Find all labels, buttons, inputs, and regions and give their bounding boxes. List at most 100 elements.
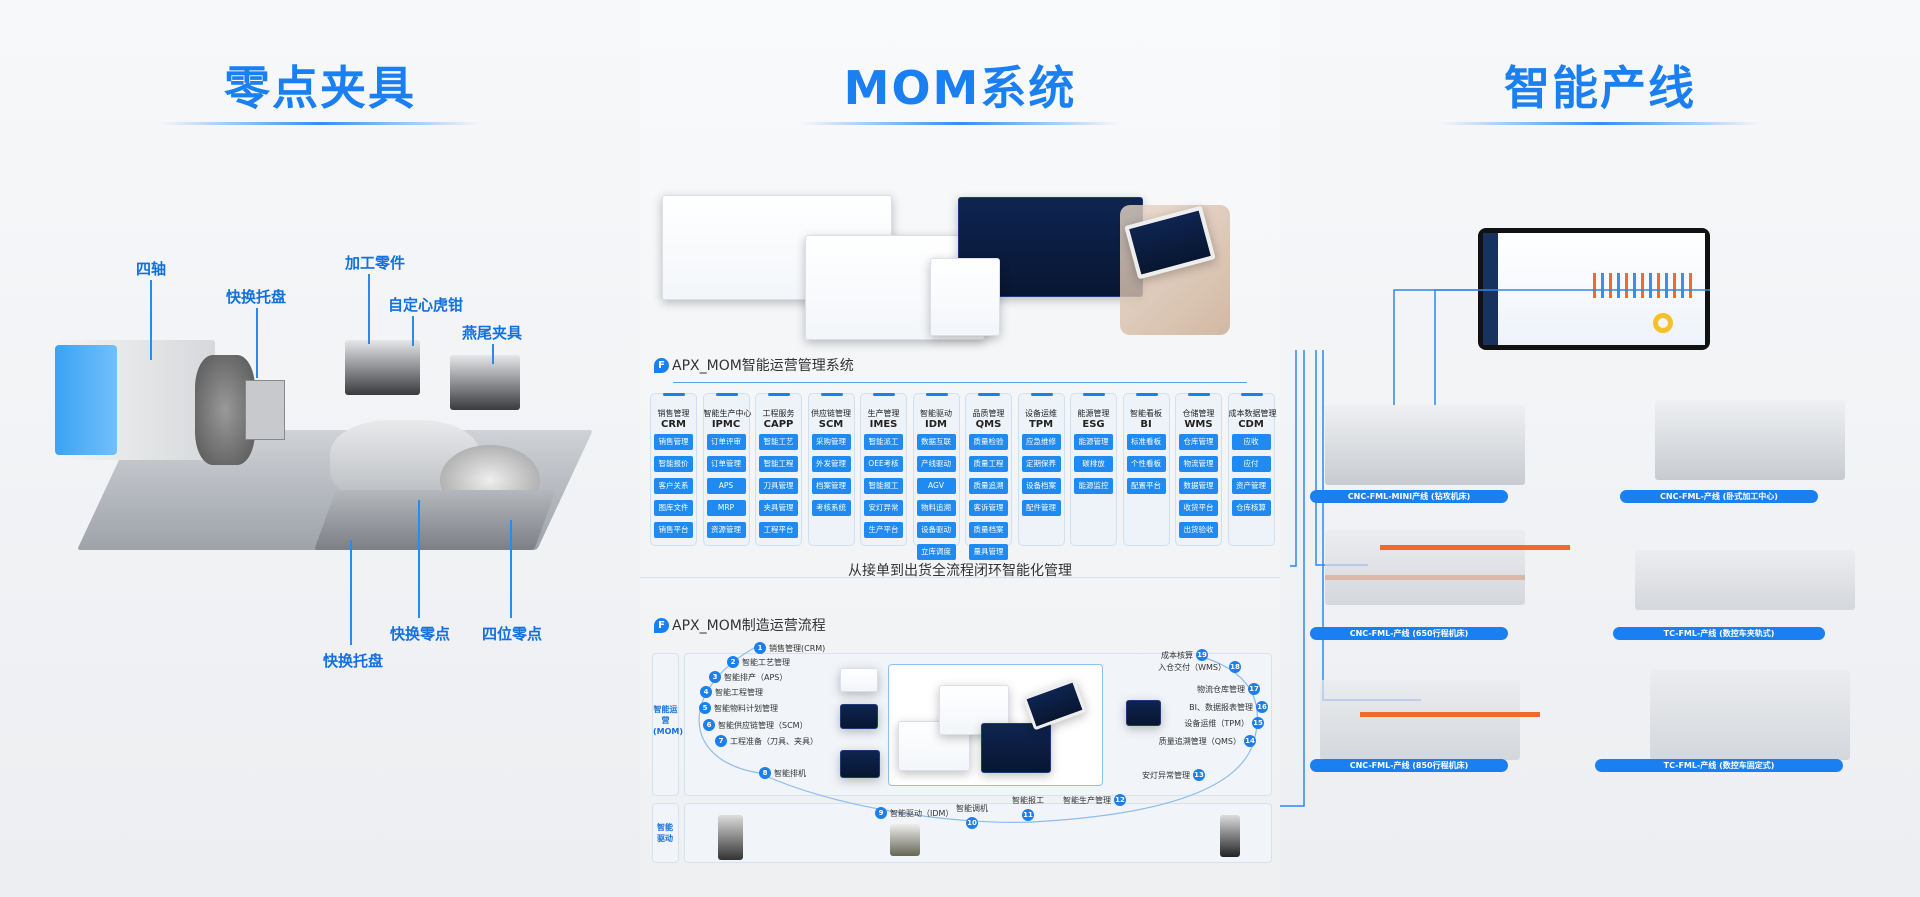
module-item-button[interactable]: 设备驱动 [916,522,956,538]
line-label-cnc-mini: CNC-FML-MINI产线 (钻攻机床) [1310,490,1508,503]
module-connector-line [673,382,1247,383]
module-name: 能源管理 [1077,409,1110,418]
title-underline [1440,122,1760,125]
module-item-button[interactable]: 应急维修 [1021,434,1061,450]
machine-image [1220,815,1240,857]
self-centering-vise [345,340,420,395]
module-item-button[interactable]: 物料追溯 [916,500,956,516]
line-image-cnc-horizontal [1655,400,1845,480]
section-title: 零点夹具 [224,61,416,115]
laptop-image [840,668,878,692]
module-code: SCM [818,419,844,430]
module-item-button[interactable]: 能源监控 [1074,478,1113,494]
module-code: ESG [1082,419,1105,430]
tablet-bar-chart [1593,273,1693,298]
module-item-button[interactable]: 销售管理 [654,434,693,450]
fourth-axis-motor-cover [55,345,117,455]
label-fourth-axis: 四轴 [136,260,167,278]
module-item-button[interactable]: 收货平台 [1179,500,1218,516]
module-code: CRM [661,419,686,430]
module-item-button[interactable]: 质量追溯 [969,478,1008,494]
leader-line [492,344,494,364]
module-item-button[interactable]: 生产平台 [864,522,903,538]
module-item-button[interactable]: 工程平台 [759,522,798,538]
module-item-button[interactable]: 立库调度 [916,544,956,560]
module-item-button[interactable]: 夹具管理 [759,500,798,516]
module-item-button[interactable]: 配件管理 [1021,500,1061,516]
module-item-button[interactable]: 出货验收 [1179,522,1218,538]
module-code: IPMC [711,419,741,430]
laptop-image [840,750,880,778]
line-label-cnc-850: CNC-FML-产线 (850行程机床) [1310,759,1508,772]
module-item-button[interactable]: 仓库管理 [1179,434,1218,450]
mom-system-heading: F APX_MOM智能运营管理系统 [654,355,854,375]
module-item-button[interactable]: 考核系统 [811,500,851,516]
row-label-mom: 智能运营(MOM) [653,705,684,736]
machine-image [718,815,743,860]
module-item-button[interactable]: 订单评审 [706,434,746,450]
quick-pallet-block [245,380,285,440]
laptop-image [840,704,878,729]
module-item-button[interactable]: 数据管理 [1179,478,1218,494]
module-item-button[interactable]: 标准看板 [1126,434,1166,450]
module-item-button[interactable]: 外发管理 [811,456,851,472]
module-item-button[interactable]: 智能工艺 [759,434,798,450]
process-center-screens [888,664,1103,786]
leader-line [418,500,420,618]
module-item-button[interactable]: 个性看板 [1126,456,1166,472]
module-name: 智能驱动 [920,409,952,418]
module-item-button[interactable]: 智能报价 [654,456,693,472]
module-item-button[interactable]: 档案管理 [811,478,851,494]
module-item-button[interactable]: 质量工程 [969,456,1008,472]
row-label-mom-box: 智能运营(MOM) [652,653,684,796]
module-item-button[interactable]: 物流管理 [1179,456,1218,472]
module-item-button[interactable]: 产线驱动 [916,456,956,472]
module-item-button[interactable]: 图库文件 [654,500,693,516]
module-item-button[interactable]: 应收 [1231,434,1271,450]
module-item-button[interactable]: 应付 [1231,456,1271,472]
module-item-button[interactable]: OEE考核 [864,456,903,472]
tablet-dashboard [1478,228,1710,350]
module-item-button[interactable]: 能源管理 [1074,434,1113,450]
module-name: 成本数据管理 [1228,409,1277,418]
module-item-button[interactable]: 智能工程 [759,456,798,472]
module-item-button[interactable]: 安灯异常 [864,500,903,516]
module-item-button[interactable]: 数据互联 [916,434,956,450]
module-item-button[interactable]: 仓库核算 [1231,500,1271,516]
line-label-cnc-horizontal: CNC-FML-产线 (卧式加工中心) [1620,490,1818,503]
mom-system-title: APX_MOM智能运营管理系统 [672,358,854,374]
line-image-cnc-mini [1325,405,1525,485]
module-item-button[interactable]: APS [706,478,746,494]
line-image-tc-gantry [1635,550,1855,610]
line-label-cnc-650: CNC-FML-产线 (650行程机床) [1310,627,1508,640]
module-item-button[interactable]: 智能报工 [864,478,903,494]
module-item-button[interactable]: 订单管理 [706,456,746,472]
module-item-button[interactable]: 设备档案 [1021,478,1061,494]
leader-line [368,274,370,344]
module-item-button[interactable]: MRP [706,500,746,516]
module-code: QMS [975,419,1002,430]
module-item-button[interactable]: 配置平台 [1126,478,1166,494]
module-code: IMES [869,419,898,430]
module-item-button[interactable]: 量具管理 [969,544,1008,560]
conveyor-rail [1360,712,1540,717]
mom-process-title: APX_MOM制造运营流程 [672,618,826,634]
module-item-button[interactable]: 客户关系 [654,478,693,494]
module-item-button[interactable]: 刀具管理 [759,478,798,494]
module-item-button[interactable]: 客诉管理 [969,500,1008,516]
module-item-button[interactable]: 销售平台 [654,522,693,538]
module-item-button[interactable]: 定期保养 [1021,456,1061,472]
module-code: TPM [1028,419,1054,430]
module-item-button[interactable]: 采购管理 [811,434,851,450]
leader-line [510,520,512,618]
module-item-button[interactable]: 资源管理 [706,522,746,538]
module-item-button[interactable]: 碳排放 [1074,456,1113,472]
module-item-button[interactable]: 质量检验 [969,434,1008,450]
module-item-button[interactable]: 资产管理 [1231,478,1271,494]
module-item-button[interactable]: AGV [916,478,956,494]
module-item-button[interactable]: 智能派工 [864,434,903,450]
title-underline [160,122,480,125]
module-item-button[interactable]: 质量档案 [969,522,1008,538]
production-line-section: 智能产线 CNC-FML-MINI产线 (钻攻机床) CNC-FML-产线 (卧… [1280,0,1920,897]
